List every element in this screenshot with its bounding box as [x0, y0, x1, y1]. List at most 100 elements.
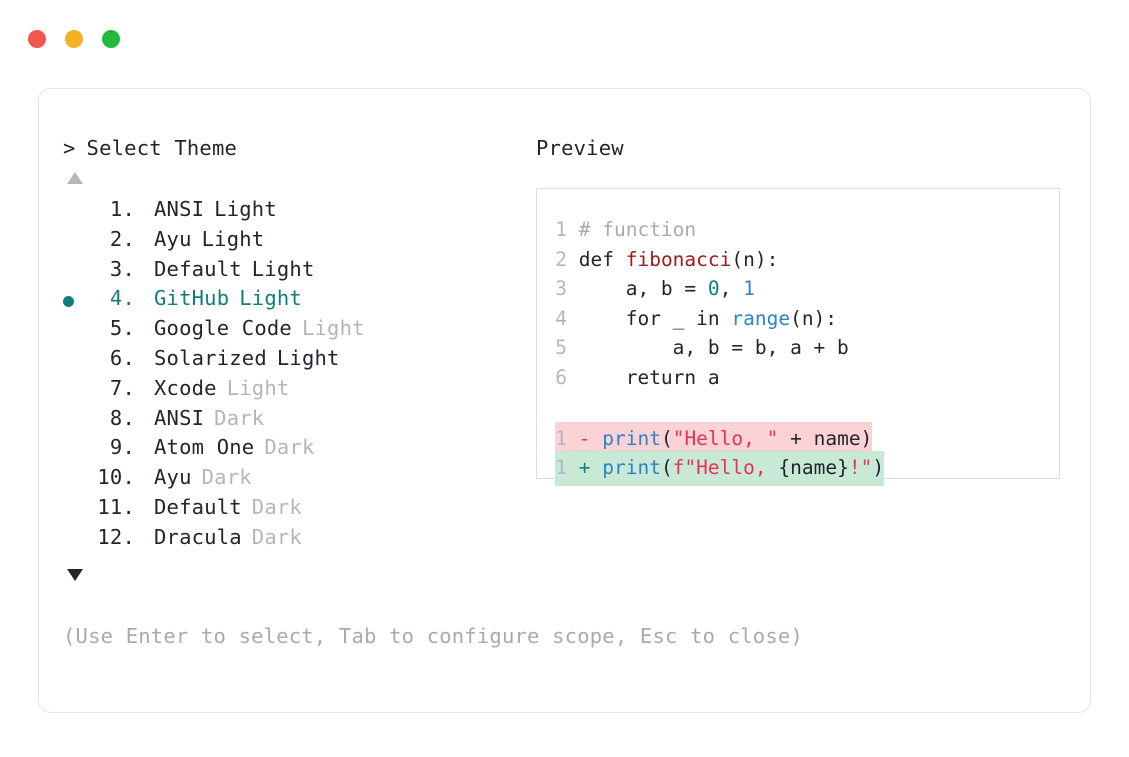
code-token: + name): [778, 426, 873, 450]
theme-item-name: Xcode: [154, 375, 217, 400]
theme-item-variant: Light: [276, 345, 340, 370]
code-token: ,: [719, 277, 744, 300]
maximize-window-button[interactable]: [102, 30, 120, 48]
code-token: {name}: [778, 456, 849, 479]
code-token: ): [872, 456, 885, 479]
line-number: 1: [555, 426, 567, 450]
theme-item-number: 10.: [97, 465, 135, 490]
selected-bullet-icon: [63, 295, 74, 307]
keyboard-hint: (Use Enter to select, Tab to configure s…: [63, 624, 803, 648]
spacer: [135, 197, 154, 221]
theme-list-item[interactable]: 12. Dracula Dark: [63, 525, 533, 555]
window-traffic-lights: [28, 30, 120, 48]
diff-highlight: 1 - print("Hello, " + name): [555, 421, 873, 456]
theme-item-number: 3.: [109, 256, 135, 281]
theme-item-name: Atom One: [154, 435, 255, 460]
spacer: [135, 465, 154, 489]
theme-item-name: Default: [154, 256, 242, 281]
line-number: 1: [555, 456, 567, 479]
theme-item-name: GitHub: [154, 286, 230, 311]
code-token: range: [731, 306, 791, 330]
minimize-window-button[interactable]: [65, 30, 83, 48]
theme-item-name: Solarized: [154, 345, 267, 370]
theme-item-name: Default: [154, 494, 242, 519]
diff-sign: +: [578, 456, 591, 479]
spacer: [135, 227, 154, 251]
theme-list-item[interactable]: 11. Default Dark: [63, 495, 533, 525]
spacer: [135, 257, 154, 281]
theme-item-variant: Dark: [264, 435, 315, 460]
spacer: [135, 346, 154, 370]
theme-item-number: 11.: [97, 494, 135, 519]
line-number: 3: [555, 277, 567, 300]
theme-item-number: 8.: [109, 405, 135, 430]
theme-item-variant: Dark: [201, 465, 252, 490]
code-line: 5 a, b = b, a + b: [537, 333, 1059, 363]
theme-item-name: Dracula: [154, 524, 242, 549]
triangle-up-icon[interactable]: [67, 172, 83, 184]
line-number: 2: [555, 247, 567, 271]
spacer: [135, 495, 154, 519]
close-window-button[interactable]: [28, 30, 46, 48]
theme-item-number: 5.: [109, 316, 135, 341]
preview-label: Preview: [536, 136, 624, 160]
theme-prompt: > Select Theme: [63, 89, 533, 160]
code-line: 4 for _ in range(n):: [537, 304, 1059, 334]
line-number: 4: [555, 306, 567, 330]
theme-item-variant: Dark: [214, 405, 265, 430]
theme-item-variant: Light: [201, 226, 265, 251]
spacer: [135, 316, 154, 340]
diff-line-add: 1 + print(f"Hello, {name}!"): [537, 451, 1059, 486]
theme-item-number: 4.: [109, 286, 135, 311]
theme-item-variant: Light: [239, 286, 302, 311]
code-token: (: [660, 426, 673, 450]
theme-item-name: ANSI: [154, 405, 205, 430]
code-token: f"Hello,: [672, 456, 779, 479]
theme-list-item[interactable]: 8. ANSI Dark: [63, 406, 533, 436]
spacer: [135, 435, 154, 459]
code-line: 3 a, b = 0, 1: [537, 274, 1059, 304]
code-line: 1 # function: [537, 215, 1059, 245]
theme-item-name: Ayu: [154, 226, 192, 251]
spacer: [135, 286, 154, 310]
code-token: (n):: [731, 247, 779, 271]
code-blank-line: [537, 392, 1059, 422]
diff-highlight: 1 + print(f"Hello, {name}!"): [555, 451, 885, 486]
code-token: !": [848, 456, 873, 479]
triangle-down-icon[interactable]: [67, 568, 83, 581]
theme-item-variant: Dark: [251, 524, 302, 549]
theme-item-number: 2.: [109, 226, 135, 251]
code-token: (n):: [790, 306, 838, 330]
code-token: 1: [743, 277, 755, 300]
code-token: for _ in: [578, 306, 732, 330]
theme-item-number: 12.: [97, 524, 135, 549]
code-line: 6 return a: [537, 363, 1059, 393]
code-token: def: [578, 247, 626, 271]
code-token: a, b =: [578, 277, 708, 300]
line-number: 6: [555, 365, 567, 389]
code-token: 0: [707, 277, 720, 300]
code-token: (: [660, 456, 673, 479]
line-number: 1: [555, 218, 567, 241]
theme-item-variant: Light: [214, 197, 277, 221]
theme-list-item[interactable]: 2. Ayu Light: [63, 227, 533, 257]
theme-list-item[interactable]: 4. GitHub Light: [63, 286, 533, 316]
theme-item-variant: Dark: [251, 494, 302, 519]
spacer: [135, 525, 154, 549]
theme-item-name: Google Code: [154, 316, 292, 341]
diff-line-del: 1 - print("Hello, " + name): [537, 421, 1059, 456]
code-token: return a: [578, 365, 720, 389]
